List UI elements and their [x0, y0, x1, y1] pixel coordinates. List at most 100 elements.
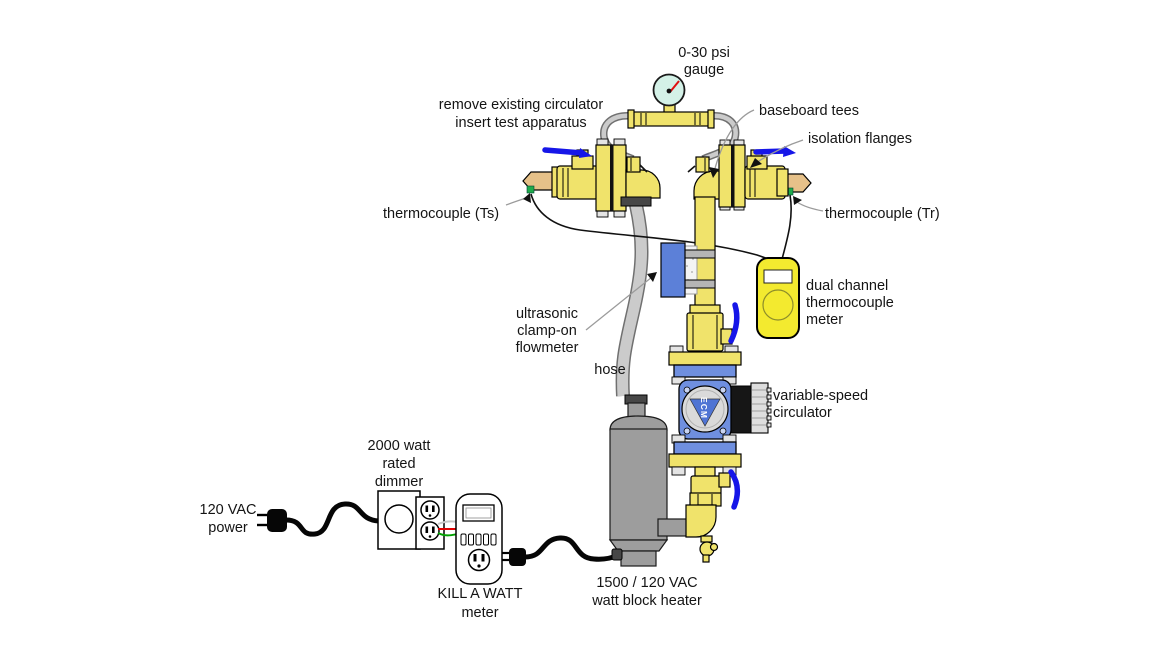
kill-a-watt-display-inner	[465, 507, 492, 519]
kill-a-watt-device	[455, 493, 503, 585]
meter-dial	[762, 289, 794, 321]
bottom-elbow	[685, 504, 717, 538]
leader-thermocouple-tr	[796, 201, 824, 212]
leader-flowmeter	[585, 276, 653, 331]
flowmeter-clamp-top	[683, 249, 716, 259]
label-gauge-2: gauge	[684, 62, 724, 78]
heater-inlet-stub	[657, 518, 689, 537]
label-kill-a-watt-2: meter	[461, 605, 498, 621]
circulator-flange-upper	[668, 345, 742, 385]
label-flowmeter-3: flowmeter	[516, 340, 579, 356]
heater-taper	[608, 539, 669, 552]
return-valve-handle-tip	[783, 146, 796, 157]
supply-elbow	[625, 169, 661, 199]
supply-valve-handle	[542, 147, 585, 156]
label-dimmer-1: 2000 watt	[368, 438, 431, 454]
supply-flange	[595, 138, 627, 218]
thermocouple-meter-device	[756, 257, 800, 339]
dimmer-device	[377, 490, 421, 550]
return-valve-details	[749, 168, 756, 197]
label-kill-a-watt-1: KILL A WATT	[438, 586, 523, 602]
return-union-nut	[776, 168, 789, 197]
label-block-heater-1: 1500 / 120 VAC	[596, 575, 697, 591]
circulator-corner-bolts	[683, 386, 727, 435]
label-remove-1: remove existing circulator	[439, 97, 604, 113]
outlet-receptacle-bottom	[420, 521, 440, 541]
dimmer-knob	[384, 504, 414, 534]
label-thermocouple-ts: thermocouple (Ts)	[383, 206, 499, 222]
gauge-tee-details	[627, 109, 715, 129]
lower-valve-handle	[728, 469, 741, 510]
label-dimmer-3: dimmer	[375, 474, 424, 490]
label-power-1: 120 VAC	[200, 502, 257, 518]
thermocouple-ts-sensor	[526, 185, 535, 194]
labels: 0-30 psi gauge remove existing circulato…	[200, 45, 940, 621]
hose-purge-valve-left	[626, 156, 648, 173]
supply-valve-handle-tip	[579, 148, 592, 158]
heater-plug	[502, 548, 526, 566]
heater-dome	[609, 415, 668, 431]
gauge-hub	[666, 88, 672, 94]
label-tc-meter-3: meter	[806, 312, 843, 328]
leader-lines	[505, 109, 824, 331]
drain-valve-wheel	[709, 542, 719, 552]
lower-union-nut	[689, 492, 722, 507]
label-tc-meter-1: dual channel	[806, 278, 888, 294]
kill-a-watt-receptacle	[467, 548, 491, 572]
heatsink-fins	[752, 389, 767, 426]
label-tc-meter-2: thermocouple	[806, 295, 894, 311]
kill-a-watt-buttons	[460, 533, 497, 546]
return-flange	[718, 139, 746, 211]
upper-valve-details	[692, 315, 718, 349]
power-cords	[283, 501, 622, 562]
thermocouple-wire-tr	[780, 194, 792, 264]
heater-plug-body	[509, 548, 526, 566]
return-valve-handle	[753, 148, 789, 155]
lower-valve-body	[690, 475, 722, 495]
upper-valve-handle	[728, 302, 740, 344]
lower-purge-valve	[689, 469, 741, 514]
outlet-device	[415, 496, 459, 550]
lower-valve-port	[718, 472, 731, 488]
label-gauge-1: 0-30 psi	[678, 45, 730, 61]
circulator-flange-lower	[668, 434, 742, 476]
meter-display	[763, 269, 793, 284]
circulator-control-box	[730, 385, 752, 434]
label-circulator-2: circulator	[773, 405, 832, 421]
label-remove-2: insert test apparatus	[455, 115, 586, 131]
flowmeter-clamp-bottom	[683, 279, 716, 289]
label-circulator-1: variable-speed	[773, 388, 868, 404]
heater-cord-boot	[611, 548, 623, 561]
heater-power-cord	[522, 535, 622, 562]
gauge-needle	[669, 80, 680, 93]
pressure-gauge-assembly	[627, 73, 715, 129]
flowmeter-sensor-body	[660, 242, 686, 298]
circulator-heatsink	[750, 382, 769, 434]
supply-valve-details	[562, 168, 569, 197]
heatsink-teeth	[766, 387, 772, 428]
return-elbow	[693, 170, 723, 200]
label-flowmeter-2: clamp-on	[517, 323, 577, 339]
outlet-receptacle-top	[420, 500, 440, 520]
leader-thermocouple-ts	[505, 197, 527, 206]
block-heater	[608, 394, 669, 567]
label-power-2: power	[208, 520, 248, 536]
label-block-heater-2: watt block heater	[591, 593, 702, 609]
hose-adapter	[620, 196, 652, 207]
circulator-faceplate-ring	[685, 389, 725, 429]
supply-valve-assembly	[522, 138, 661, 218]
label-hose: hose	[594, 362, 625, 378]
drain-valve	[699, 535, 719, 563]
leader-isolation-flanges	[755, 139, 804, 164]
outlet-jumper-wires	[437, 520, 459, 537]
leader-baseboard-tees	[713, 109, 755, 173]
upper-purge-valve	[686, 302, 740, 352]
supply-valve-port	[571, 155, 594, 170]
heater-pedestal	[620, 550, 657, 567]
label-isolation-flanges: isolation flanges	[808, 131, 912, 147]
gauge-hose-right	[701, 112, 740, 163]
label-baseboard-tees: baseboard tees	[759, 103, 859, 119]
variable-speed-circulator: ECM	[678, 379, 772, 440]
